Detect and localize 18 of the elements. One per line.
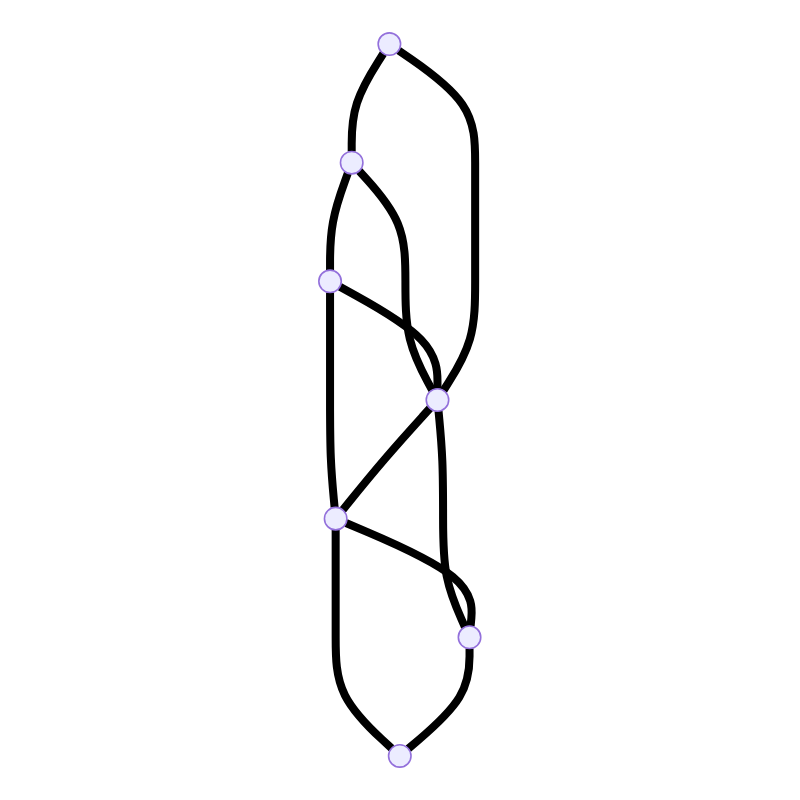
- circle-node: [323, 506, 348, 531]
- connector: [339, 405, 434, 513]
- connector: [331, 529, 395, 752]
- connector: [434, 410, 469, 629]
- connector: [405, 648, 474, 752]
- circle-node: [457, 625, 482, 650]
- connector: [396, 47, 480, 393]
- circle-node: [339, 150, 364, 175]
- connector: [326, 292, 339, 508]
- connector: [347, 51, 387, 152]
- circle-node: [387, 743, 412, 768]
- connector: [356, 168, 436, 392]
- connector: [326, 171, 352, 271]
- connector: [344, 519, 476, 627]
- circle-node: [425, 387, 450, 412]
- connector: [338, 283, 442, 389]
- circle-node: [377, 32, 402, 57]
- circle-node: [318, 269, 343, 294]
